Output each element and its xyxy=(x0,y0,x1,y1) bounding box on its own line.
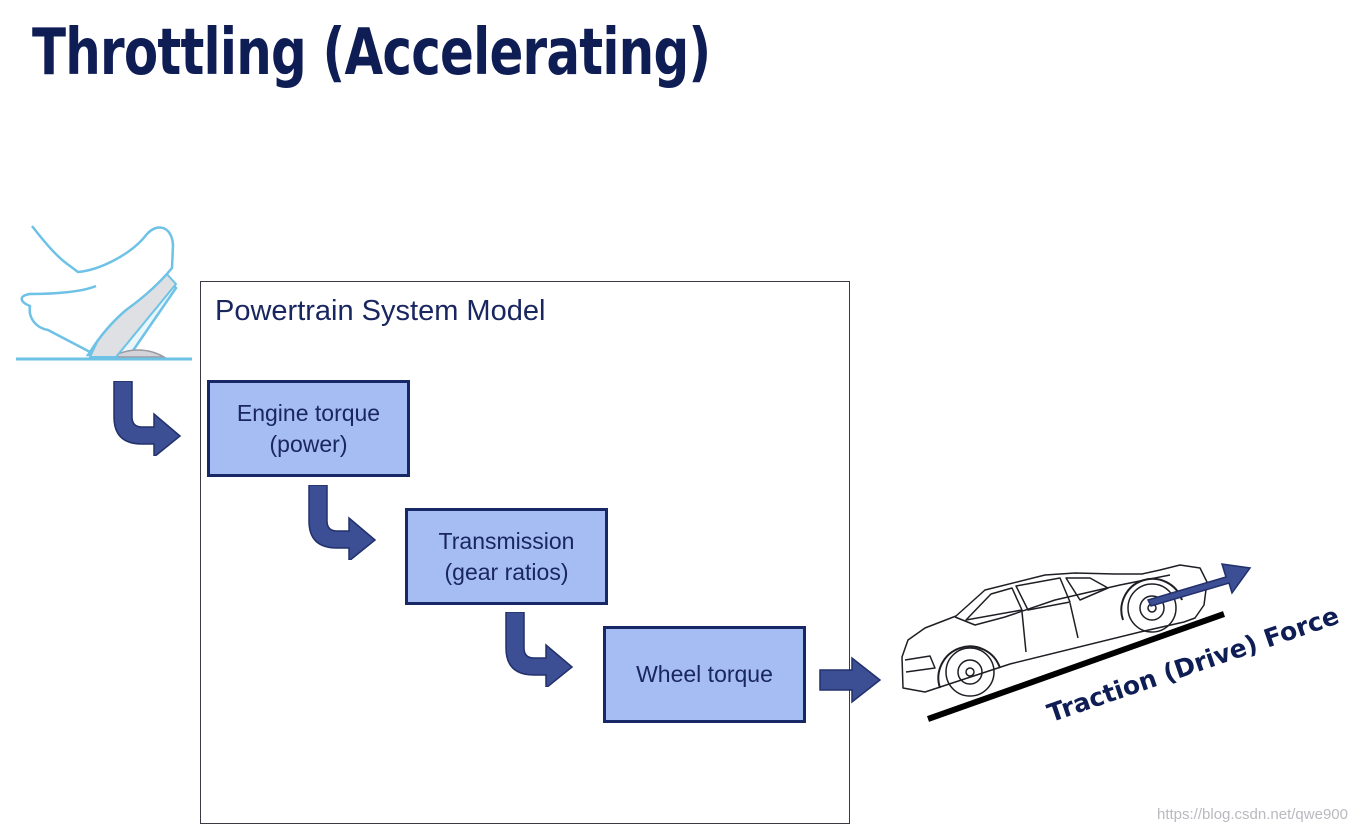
flow-arrow-icon xyxy=(113,381,181,456)
transmission-line1: Transmission xyxy=(438,527,575,554)
slide-title: Throttling (Accelerating) xyxy=(32,16,711,90)
engine-torque-block: Engine torque (power) xyxy=(207,380,410,477)
transmission-block: Transmission (gear ratios) xyxy=(405,508,608,605)
road-line xyxy=(926,611,1226,722)
car-icon xyxy=(901,564,1208,697)
flow-arrow-icon xyxy=(819,656,882,704)
watermark: https://blog.csdn.net/qwe900 xyxy=(1157,806,1348,823)
flow-arrow-icon xyxy=(308,485,376,560)
wheel-torque-block: Wheel torque xyxy=(603,626,806,723)
engine-torque-line2: (power) xyxy=(269,430,348,457)
powertrain-model-label: Powertrain System Model xyxy=(215,295,546,327)
foot-on-pedal-icon xyxy=(16,225,192,361)
wheel-torque-line1: Wheel torque xyxy=(636,661,773,687)
flow-arrow-icon xyxy=(505,612,573,687)
transmission-line2: (gear ratios) xyxy=(444,558,569,585)
powertrain-model-frame xyxy=(200,281,850,824)
engine-torque-line1: Engine torque xyxy=(236,399,381,426)
traction-force-arrow-icon xyxy=(1146,563,1252,607)
